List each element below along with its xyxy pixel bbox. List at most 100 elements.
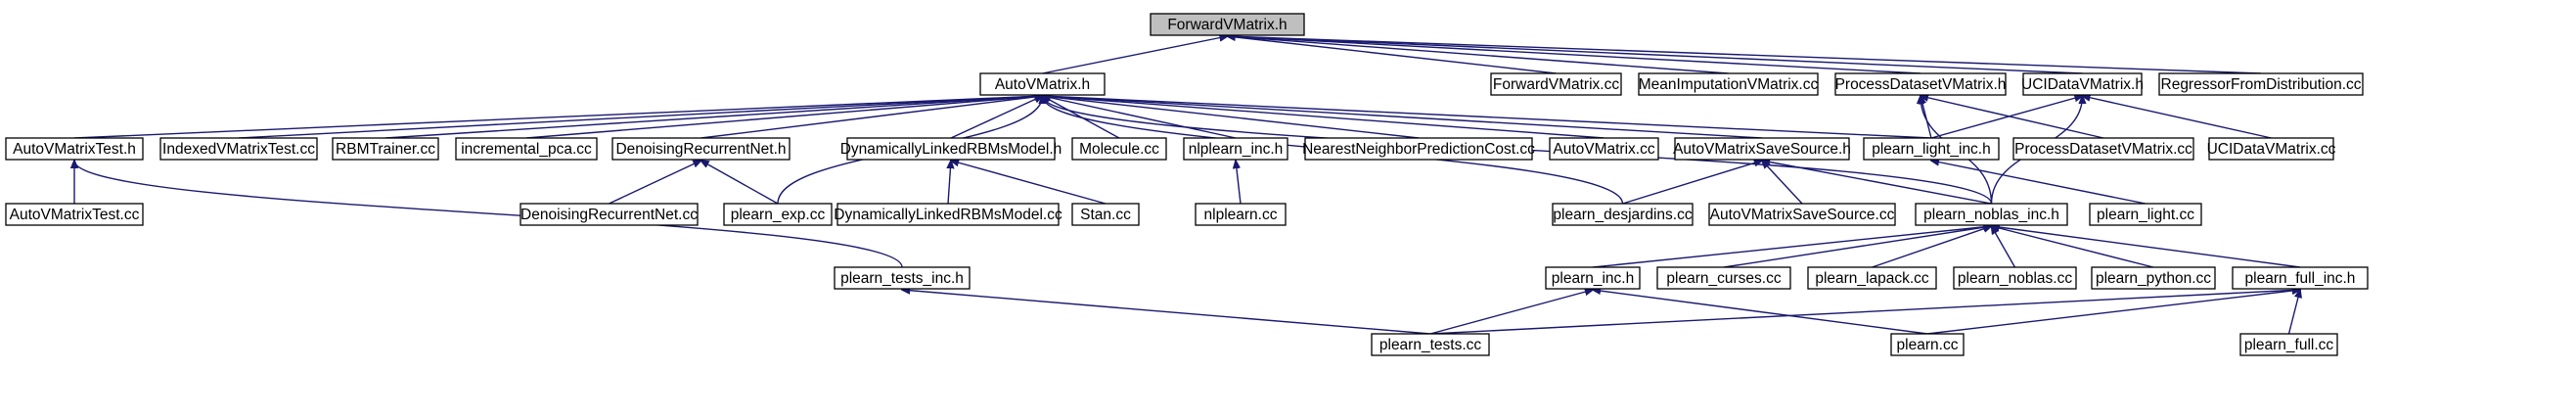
node-pfull-cc[interactable]: plearn_full.cc [2239,333,2338,356]
edge-plearn_cc-to-pfull_h [1926,290,2300,335]
node-box [1071,203,1140,226]
edge-plight_cc-to-plight_h [1931,161,2147,205]
node-box [979,72,1106,96]
edge-auto_h-to-forward_h [1042,36,1228,74]
node-box [520,203,699,226]
node-denoise-cc[interactable]: DenoisingRecurrentNet.cc [520,203,699,226]
node-autosave-h[interactable]: AutoVMatrixSaveSource.h [1673,137,1851,161]
node-label: plearn_tests.cc [1379,337,1481,353]
node-label: plearn_exp.cc [731,207,826,223]
node-box [159,137,318,161]
node-pinc-h[interactable]: plearn_inc.h [1545,266,1641,290]
node-label: ForwardVMatrix.cc [1493,76,1619,93]
node-auto-cc[interactable]: AutoVMatrix.cc [1549,137,1659,161]
node-autotest-cc[interactable]: AutoVMatrixTest.cc [5,203,144,226]
node-plight-cc[interactable]: plearn_light.cc [2089,203,2202,226]
edge-procds_h-to-forward_h [1228,36,1921,74]
edge-plight_h-to-procds_h [1921,96,1932,139]
node-denoise-h[interactable]: DenoisingRecurrentNet.h [611,137,791,161]
node-regressor-cc[interactable]: RegressorFromDistribution.cc [2158,72,2364,96]
node-label: AutoVMatrixTest.h [13,141,136,158]
node-label: plearn_noblas.cc [1958,270,2072,287]
node-nlplearn-h[interactable]: nlplearn_inc.h [1183,137,1288,161]
node-pexp-cc[interactable]: plearn_exp.cc [723,203,833,226]
node-autosave-cc[interactable]: AutoVMatrixSaveSource.cc [1708,203,1896,226]
edge-ptests_h-to-autotest_h [74,161,903,268]
node-label: MeanImputationVMatrix.cc [1639,76,1819,93]
edge-nlplearn_cc-to-nlplearn_h [1236,161,1242,205]
node-label: Stan.cc [1080,207,1131,223]
node-uci-h[interactable]: UCIDataVMatrix.h [2021,72,2144,96]
node-forward-h[interactable]: ForwardVMatrix.h [1150,13,1305,36]
node-ptests-h[interactable]: plearn_tests_inc.h [834,266,971,290]
node-box [846,137,1056,161]
node-box [1549,137,1659,161]
edge-autosave_cc-to-autosave_h [1762,161,1803,205]
node-uci-cc[interactable]: UCIDataVMatrix.cc [2207,137,2336,161]
edge-procds_cc-to-procds_h [1921,96,2104,139]
node-box [1071,137,1167,161]
node-box [1150,13,1305,36]
node-label: RegressorFromDistribution.cc [2161,76,2362,93]
node-box [723,203,833,226]
edge-uci_h-to-forward_h [1228,36,2083,74]
node-label: plearn_noblas_inc.h [1923,207,2059,223]
edge-autosave_h-to-auto_h [1043,96,1763,139]
node-label: AutoVMatrixTest.cc [10,207,140,223]
node-auto-h[interactable]: AutoVMatrix.h [979,72,1106,96]
node-indexed-cc[interactable]: IndexedVMatrixTest.cc [159,137,318,161]
node-nlplearn-cc[interactable]: nlplearn.cc [1195,203,1287,226]
node-box [332,137,439,161]
node-label: AutoVMatrixSaveSource.cc [1710,207,1895,223]
node-box [2232,266,2369,290]
node-nnpc-cc[interactable]: NearestNeighborPredictionCost.cc [1302,137,1535,161]
edge-pfull_cc-to-pfull_h [2287,290,2301,335]
node-pnoblas-h[interactable]: plearn_noblas_inc.h [1915,203,2068,226]
node-pcurses-cc[interactable]: plearn_curses.cc [1656,266,1791,290]
node-label: plearn_full.cc [2244,337,2334,353]
node-label: NearestNeighborPredictionCost.cc [1302,141,1535,158]
node-dynrbm-h[interactable]: DynamicallyLinkedRBMsModel.h [840,137,1062,161]
node-box [5,137,144,161]
node-label: AutoVMatrix.h [995,76,1090,93]
node-rbm-cc[interactable]: RBMTrainer.cc [332,137,439,161]
node-pdesj-cc[interactable]: plearn_desjardins.cc [1552,203,1694,226]
node-box [2239,333,2338,356]
node-box [611,137,791,161]
node-procds-h[interactable]: ProcessDatasetVMatrix.h [1834,72,2007,96]
edge-plearn_cc-to-pinc_h [1593,290,1928,335]
node-plearn-cc[interactable]: plearn.cc [1890,333,1965,356]
node-incpca-cc[interactable]: incremental_pca.cc [455,137,598,161]
node-label: DenoisingRecurrentNet.h [615,141,786,158]
node-box [1490,72,1622,96]
node-plight-h[interactable]: plearn_light_inc.h [1863,137,2000,161]
node-label: AutoVMatrix.cc [1553,141,1654,158]
node-pfull-h[interactable]: plearn_full_inc.h [2232,266,2369,290]
node-stan-cc[interactable]: Stan.cc [1071,203,1140,226]
node-box [1915,203,2068,226]
node-forward-cc[interactable]: ForwardVMatrix.cc [1490,72,1622,96]
node-label: nlplearn.cc [1204,207,1278,223]
node-plapack-cc[interactable]: plearn_lapack.cc [1807,266,1937,290]
edge-incpca_cc-to-auto_h [525,96,1043,139]
node-box [1195,203,1287,226]
node-dynrbm-cc[interactable]: DynamicallyLinkedRBMsModel.cc [834,203,1062,226]
node-box [2089,203,2202,226]
edge-pinc_h-to-pnoblas_h [1592,226,1992,268]
node-label: incremental_pca.cc [461,141,592,158]
node-box [2022,72,2143,96]
node-ptests-cc[interactable]: plearn_tests.cc [1371,333,1490,356]
node-box [455,137,598,161]
edge-pexp_cc-to-denoise_h [701,161,779,205]
edge-autotest_h-to-auto_h [73,96,1043,139]
node-pnoblas-cc[interactable]: plearn_noblas.cc [1953,266,2077,290]
node-meanimp-cc[interactable]: MeanImputationVMatrix.cc [1638,72,1819,96]
node-label: ProcessDatasetVMatrix.cc [2014,141,2192,158]
node-autotest-h[interactable]: AutoVMatrixTest.h [5,137,144,161]
node-ppython-cc[interactable]: plearn_python.cc [2091,266,2216,290]
node-box [834,266,971,290]
node-molecule-cc[interactable]: Molecule.cc [1071,137,1167,161]
node-procds-cc[interactable]: ProcessDatasetVMatrix.cc [2012,137,2194,161]
